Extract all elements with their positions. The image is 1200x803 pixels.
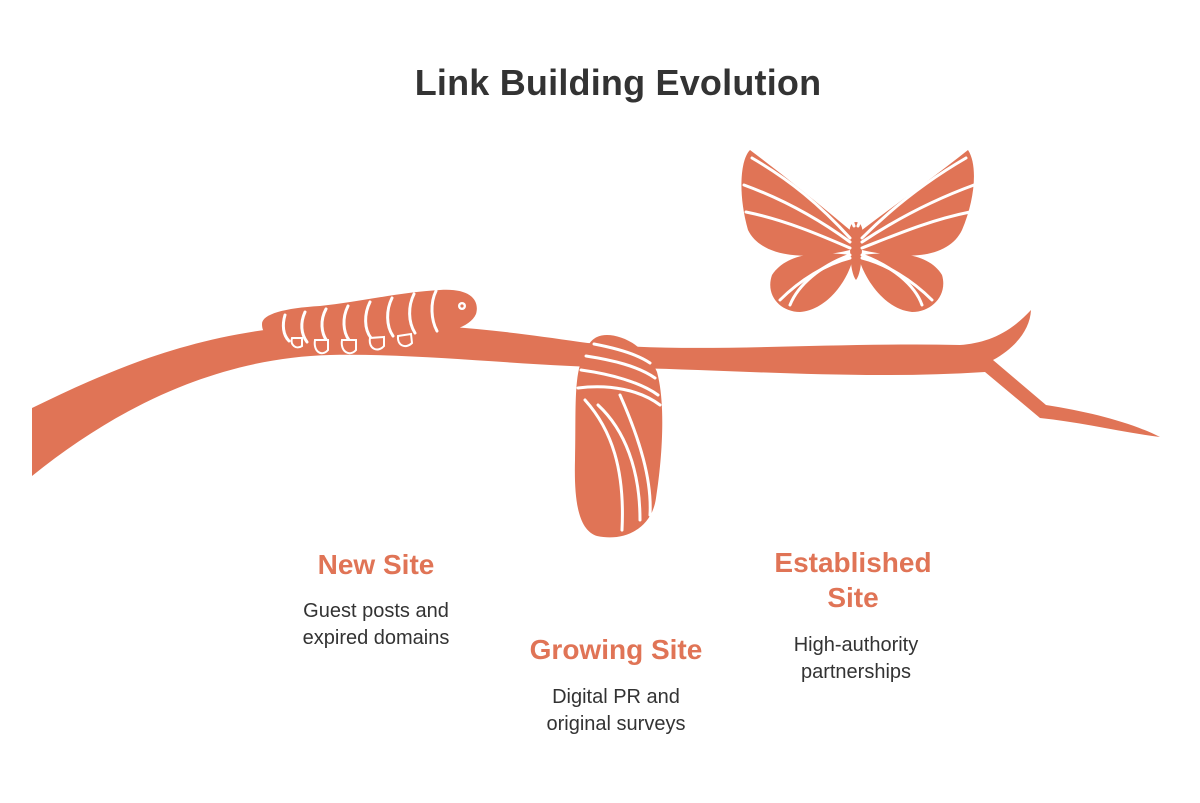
caterpillar-icon: [262, 289, 477, 355]
stage-description-line: Digital PR and: [552, 686, 680, 708]
stage-description-line: expired domains: [302, 627, 450, 649]
branch-icon: [32, 310, 1160, 476]
stage-description-line: High-authority: [793, 634, 919, 656]
stage-heading-growing-site: Growing Site: [529, 634, 703, 665]
stage-heading-established-site: Established Site: [733, 545, 973, 615]
stage-heading-line: Site: [827, 582, 879, 613]
stage-heading-line: Established: [774, 547, 932, 578]
chrysalis-icon: [574, 335, 663, 538]
page-title: Link Building Evolution: [414, 62, 822, 103]
stage-description-growing-site: Digital PR and original surveys: [496, 684, 736, 738]
stage-description-line: original surveys: [546, 713, 686, 735]
stage-description-new-site: Guest posts and expired domains: [256, 598, 496, 652]
stage-description-line: partnerships: [800, 661, 912, 683]
stage-heading-new-site: New Site: [317, 549, 435, 580]
stage-description-established-site: High-authority partnerships: [736, 632, 976, 686]
stage-description-line: Guest posts and: [303, 600, 449, 622]
butterfly-icon: [741, 150, 976, 312]
